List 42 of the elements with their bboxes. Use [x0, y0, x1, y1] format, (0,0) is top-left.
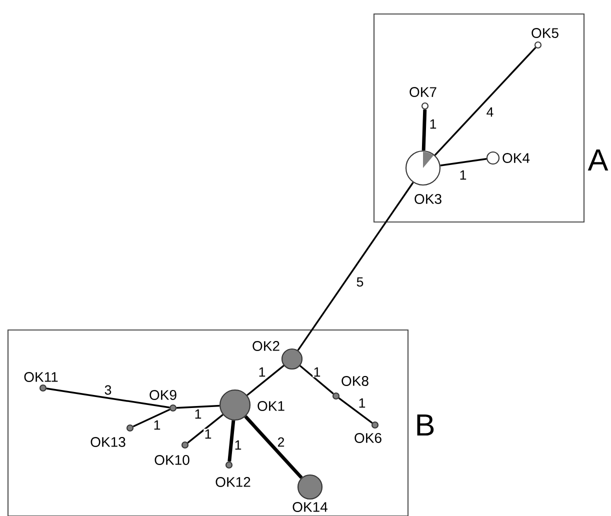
- edge-label: 1: [235, 440, 242, 450]
- node-label: OK3: [414, 194, 442, 204]
- node-label: OK2: [252, 341, 280, 351]
- node-label: OK1: [258, 401, 284, 411]
- group-label: B: [417, 414, 434, 436]
- connector-line: [187, 414, 224, 444]
- connector-line: [246, 364, 284, 396]
- node-label: OK9: [150, 390, 176, 400]
- edge-label: 1: [205, 429, 212, 439]
- connector-line: [244, 415, 303, 479]
- edge-label: 3: [104, 385, 112, 395]
- connector-line: [338, 397, 373, 424]
- connector-line: [422, 109, 427, 151]
- edge-label: 1: [430, 119, 436, 129]
- connector-line: [297, 182, 414, 351]
- edge-label: 1: [359, 398, 366, 408]
- edge-label: 4: [486, 107, 494, 117]
- connector-line: [434, 46, 536, 156]
- edge-label: 1: [195, 409, 202, 419]
- connector-line: [228, 420, 236, 462]
- node-label: OK14: [292, 502, 328, 512]
- node-label: OK12: [216, 477, 250, 487]
- connector-line: [132, 408, 170, 428]
- connector-line: [440, 158, 487, 166]
- node-label: OK13: [90, 437, 126, 447]
- group-label: A: [588, 149, 608, 171]
- node-label: OK11: [24, 372, 58, 382]
- edge-label: 1: [154, 420, 160, 430]
- edge-label: 1: [314, 367, 320, 377]
- edge-label: 5: [356, 277, 364, 287]
- edge-label: 1: [259, 367, 266, 377]
- node-label: OK10: [154, 455, 190, 465]
- connector-line: [176, 404, 220, 409]
- connector-line: [46, 388, 170, 408]
- node-label: OK4: [502, 153, 530, 163]
- node-label: OK8: [342, 376, 368, 386]
- edge-label: 1: [460, 170, 466, 180]
- connector-line: [300, 365, 334, 394]
- node-label: OK6: [354, 433, 382, 443]
- node-label: OK7: [410, 87, 436, 97]
- node-label: OK5: [532, 28, 558, 38]
- edge-label: 2: [278, 437, 284, 447]
